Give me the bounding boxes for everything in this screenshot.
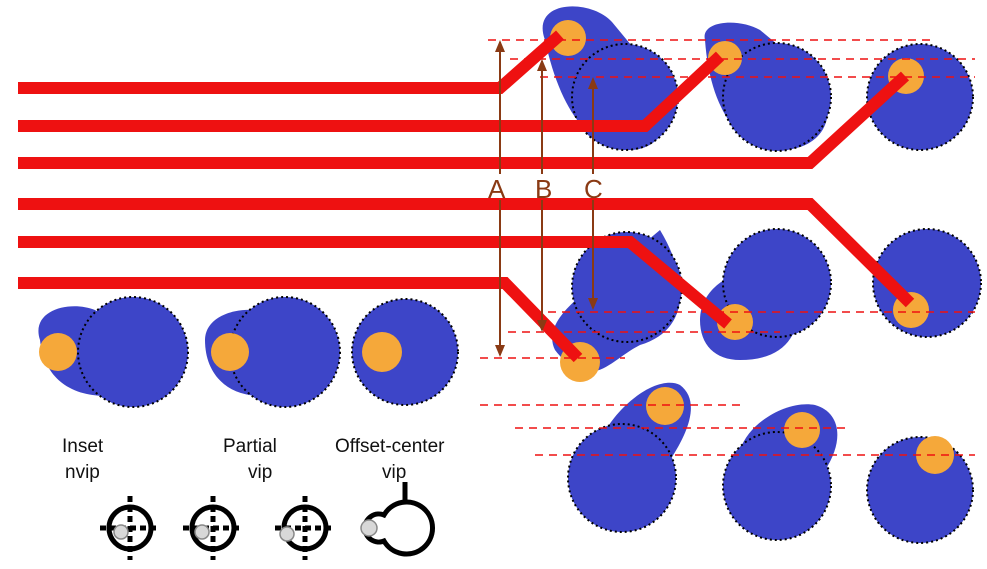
- pad-land-outline: [571, 231, 683, 343]
- legend-partial-line2: vip: [248, 462, 272, 483]
- trace-6: [18, 277, 583, 363]
- trace-5: [18, 236, 732, 329]
- legend-pad-offset-center: [351, 298, 459, 406]
- pad-r3-c3: [866, 436, 974, 544]
- legend-pad-inset: [38, 296, 189, 408]
- dashed-reference-lines: [480, 39, 975, 456]
- via-dot: [646, 387, 684, 425]
- via-dot: [550, 20, 586, 56]
- via-dot: [717, 304, 753, 340]
- pad-r3-c1: [567, 382, 691, 533]
- pad-land-outline: [567, 423, 677, 533]
- pad-land-outline: [571, 43, 679, 151]
- via-dot: [784, 412, 820, 448]
- dimension-a: A: [488, 40, 506, 357]
- dimension-b: B: [535, 59, 552, 332]
- crosshair-partial-2-icon: [275, 496, 335, 560]
- offset-center-keyhole-icon: [360, 482, 435, 557]
- pad-r2-c2: [700, 228, 832, 360]
- traces: [18, 30, 915, 363]
- trace-3: [18, 71, 910, 169]
- pad-r3-c2: [722, 404, 838, 541]
- pad-land-outline: [722, 228, 832, 338]
- legend-offset-center-line2: vip: [382, 462, 406, 483]
- trace-4: [18, 198, 915, 308]
- pad-land-outline: [722, 42, 832, 152]
- legend-partial-line1: Partial: [223, 436, 277, 457]
- legend-offset-center-line1: Offset-center: [335, 436, 445, 457]
- dimension-label-b: B: [535, 174, 552, 204]
- dimension-label-a: A: [488, 174, 506, 204]
- legend-inset-line1: Inset: [62, 436, 104, 457]
- trace-2: [18, 51, 725, 132]
- pad-land-outline: [722, 431, 832, 541]
- pad-r1-c2: [704, 22, 832, 152]
- legend-inset-line2: nvip: [65, 462, 100, 483]
- dimension-c: C: [584, 77, 603, 310]
- dimension-label-c: C: [584, 174, 603, 204]
- pad-grid-top: [542, 6, 982, 544]
- trace-1: [18, 30, 564, 94]
- crosshair-partial-1-icon: [183, 496, 243, 560]
- crosshair-inset-icon: [100, 496, 160, 560]
- legend-pad-partial: [205, 296, 341, 408]
